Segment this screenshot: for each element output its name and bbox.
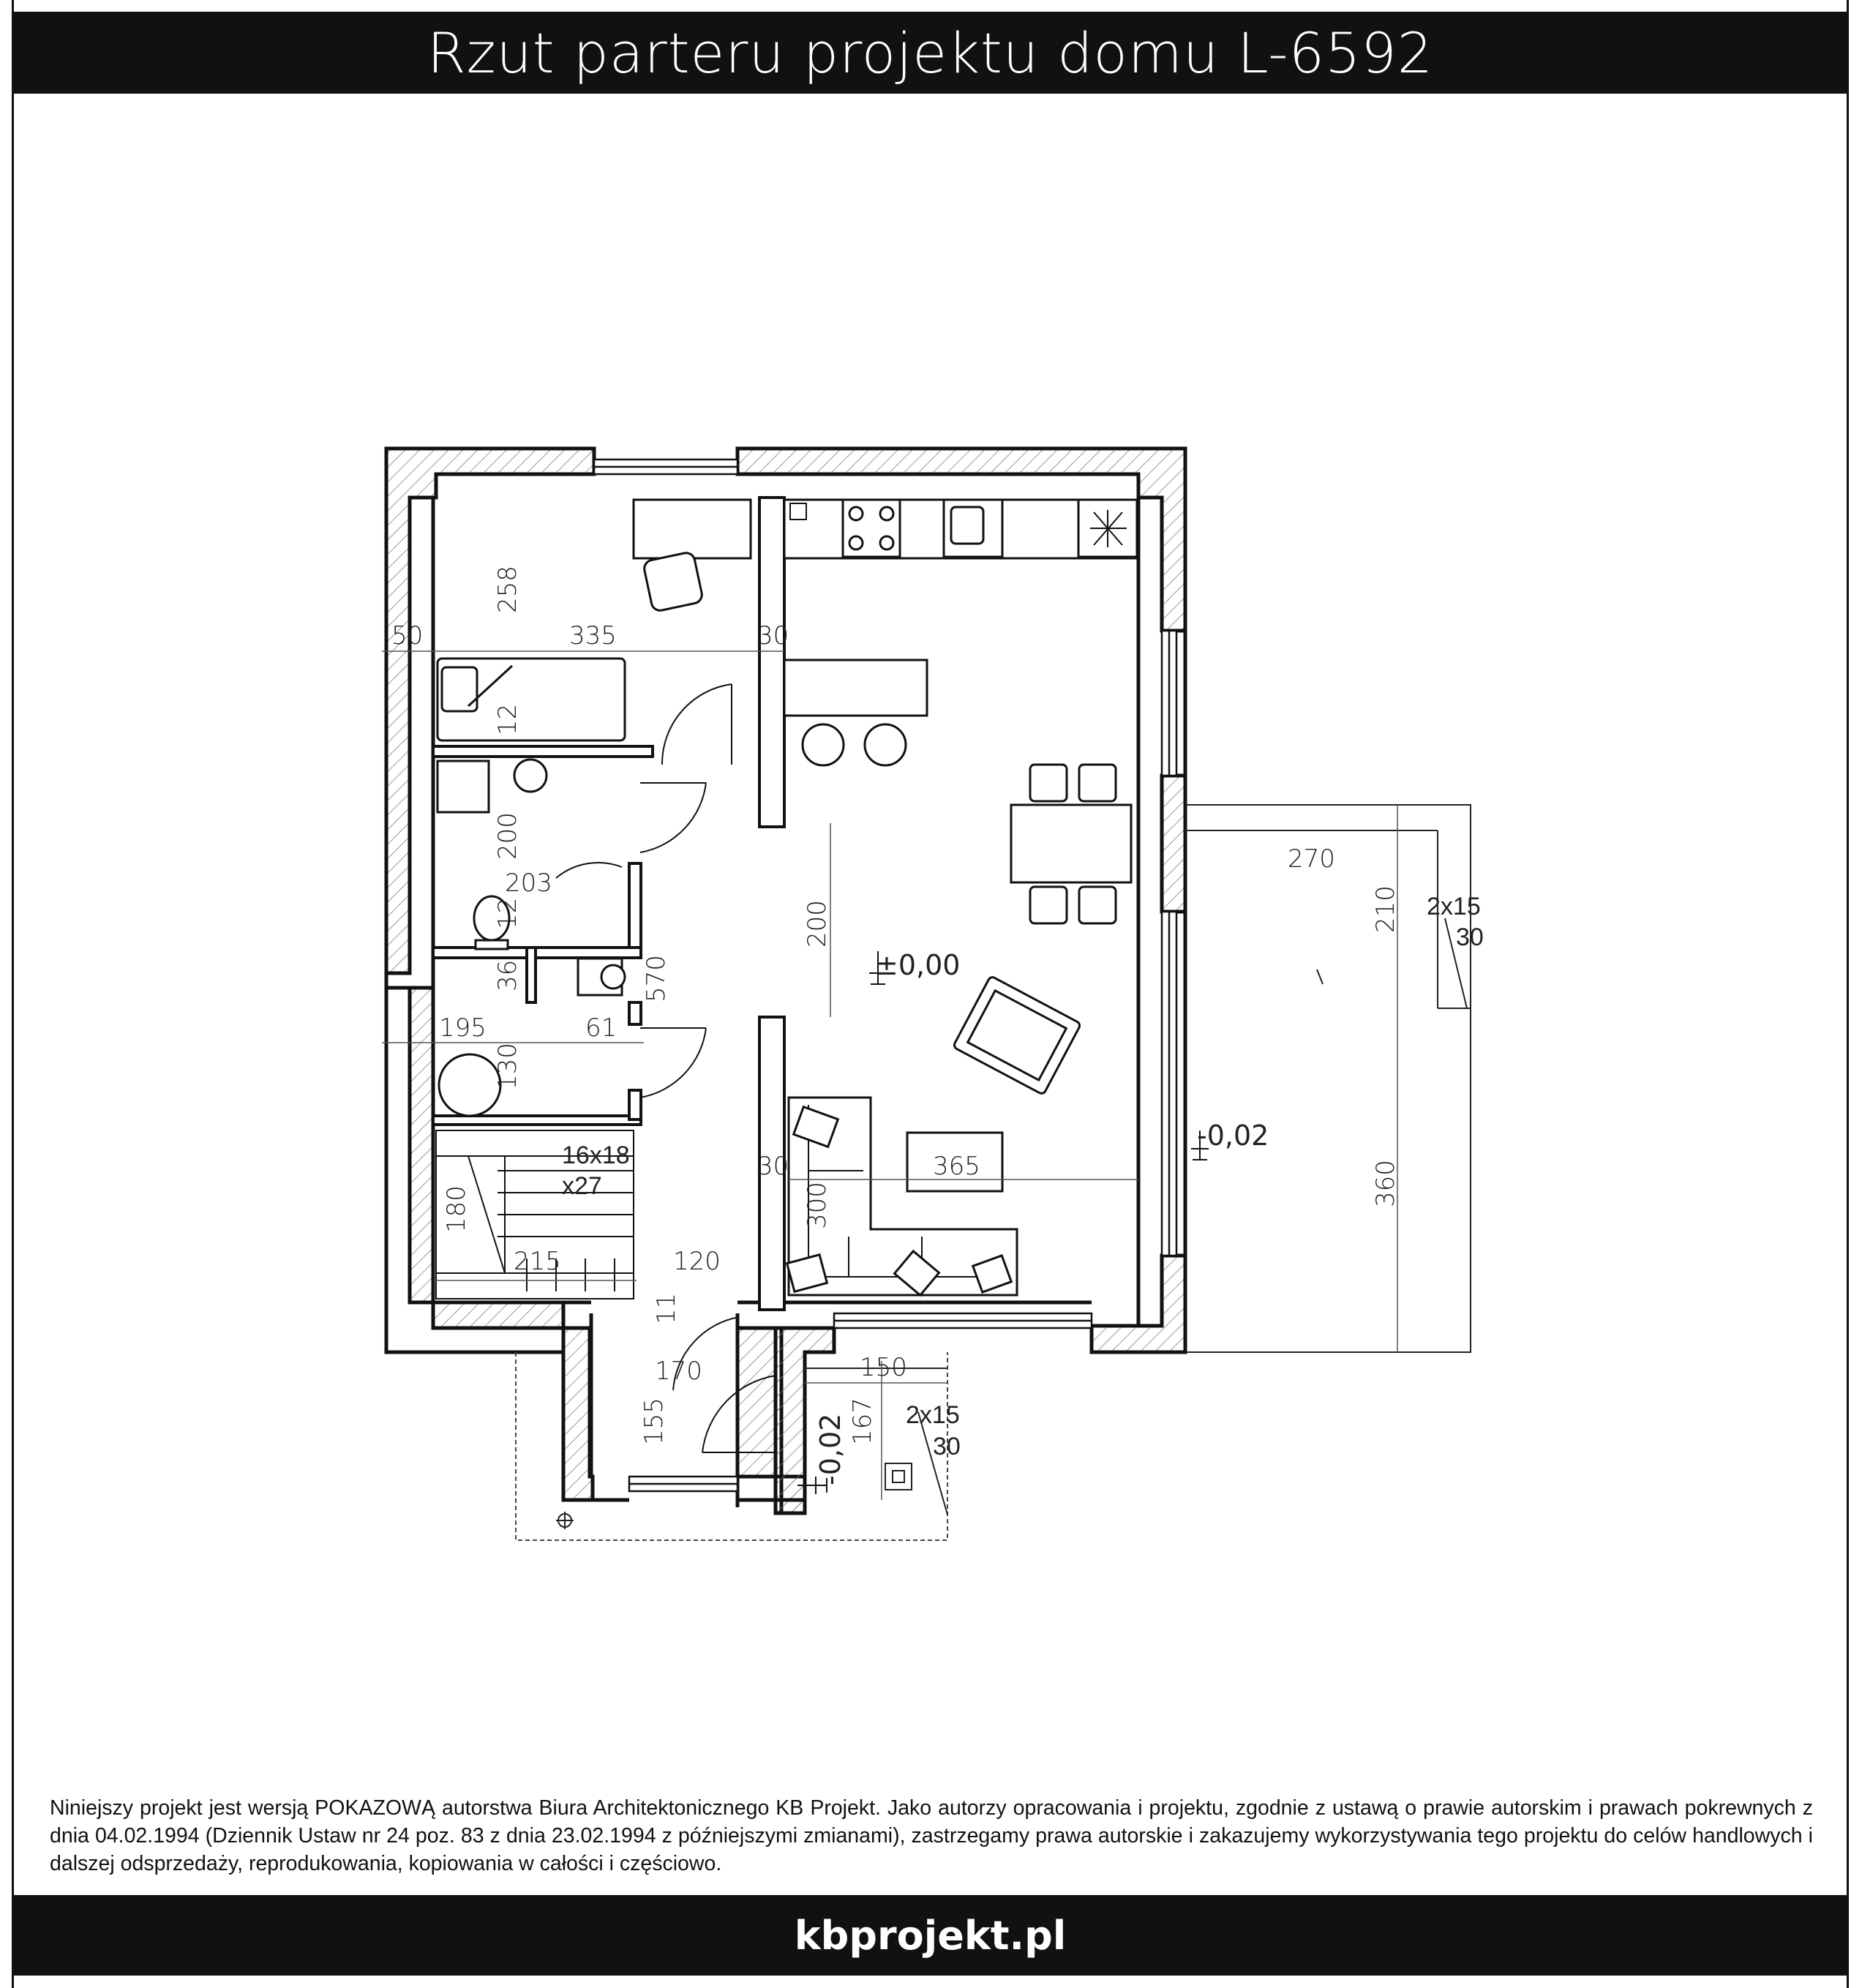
terrace-step-size: 2x15: [1427, 893, 1481, 920]
dim-12: 12: [493, 704, 522, 735]
staircase: [435, 1130, 634, 1299]
entry-porch: [515, 1352, 948, 1541]
chair: [643, 552, 703, 612]
sofa: [787, 1096, 1018, 1297]
page-title-text: Rzut parteru projektu domu L-6592: [427, 20, 1434, 86]
dim-150: 150: [860, 1353, 907, 1382]
dim-36: 36: [493, 960, 522, 991]
washbasin: [513, 758, 548, 793]
dim-61: 61: [585, 1013, 617, 1043]
dim-50: 50: [391, 621, 423, 650]
dim-570: 570: [642, 955, 671, 1002]
footer-website[interactable]: kbprojekt.pl: [794, 1912, 1067, 1959]
page-frame: [12, 0, 1849, 1988]
dim-360: 360: [1371, 1160, 1400, 1207]
dining-table: [1010, 803, 1133, 884]
dim-195: 195: [439, 1013, 487, 1043]
dim-200a: 200: [493, 812, 522, 860]
level-marker-main: ±0,00: [869, 949, 960, 985]
entry-step-depth: 30: [933, 1433, 961, 1460]
floor-plan: 258 50 335 30 12 200 203 12 36 570 195 6…: [382, 446, 1484, 1541]
dim-210: 210: [1371, 885, 1400, 933]
door-swings: [555, 683, 776, 1453]
exterior-walls: [384, 446, 1187, 1515]
dim-203: 203: [505, 869, 552, 898]
dim-30b: 30: [757, 1152, 789, 1181]
dim-30a: 30: [757, 621, 789, 650]
dim-170: 170: [655, 1357, 702, 1386]
hall-table: [438, 1053, 502, 1117]
dimension-lines: [382, 650, 1398, 1500]
level-marker-entry: -0,02: [797, 1414, 846, 1494]
bed: [436, 657, 626, 742]
terrace: [1185, 804, 1471, 1353]
entry-steps: [556, 1368, 948, 1529]
level-entry: -0,02: [814, 1414, 846, 1485]
stairs-size: 16x18: [562, 1141, 630, 1169]
level-marker-terrace: -0,02: [1191, 1119, 1269, 1160]
dim-11: 11: [652, 1293, 681, 1324]
dim-365: 365: [933, 1152, 980, 1181]
footer: kbprojekt.pl: [12, 1895, 1849, 1976]
stairs-count: x27: [562, 1172, 602, 1200]
page-title: Rzut parteru projektu domu L-6592: [12, 12, 1849, 94]
dim-180: 180: [442, 1185, 471, 1233]
dim-155: 155: [639, 1398, 669, 1445]
dim-12b: 12: [493, 898, 522, 929]
dim-335: 335: [569, 621, 617, 650]
terrace-step-depth: 30: [1456, 923, 1484, 951]
dim-300: 300: [803, 1182, 832, 1229]
kitchen-island: [783, 659, 928, 717]
entry-step-size: 2x15: [906, 1401, 960, 1429]
dim-167: 167: [848, 1398, 877, 1445]
dim-258: 258: [493, 566, 522, 613]
dim-130: 130: [493, 1043, 522, 1090]
desk: [632, 498, 752, 560]
copyright-notice: Niniejszy projekt jest wersją POKAZOWĄ a…: [50, 1796, 1813, 1875]
dim-120: 120: [673, 1247, 721, 1276]
windows: [593, 458, 1178, 1493]
coffee-table: [906, 1131, 1004, 1193]
level-terrace: -0,02: [1197, 1119, 1269, 1152]
level-main: ±0,00: [875, 949, 960, 981]
dim-200b: 200: [803, 900, 832, 948]
dim-215: 215: [514, 1247, 561, 1276]
furniture: [436, 498, 1140, 1297]
wall-outlines: [384, 449, 1187, 1513]
dim-270: 270: [1288, 844, 1335, 874]
